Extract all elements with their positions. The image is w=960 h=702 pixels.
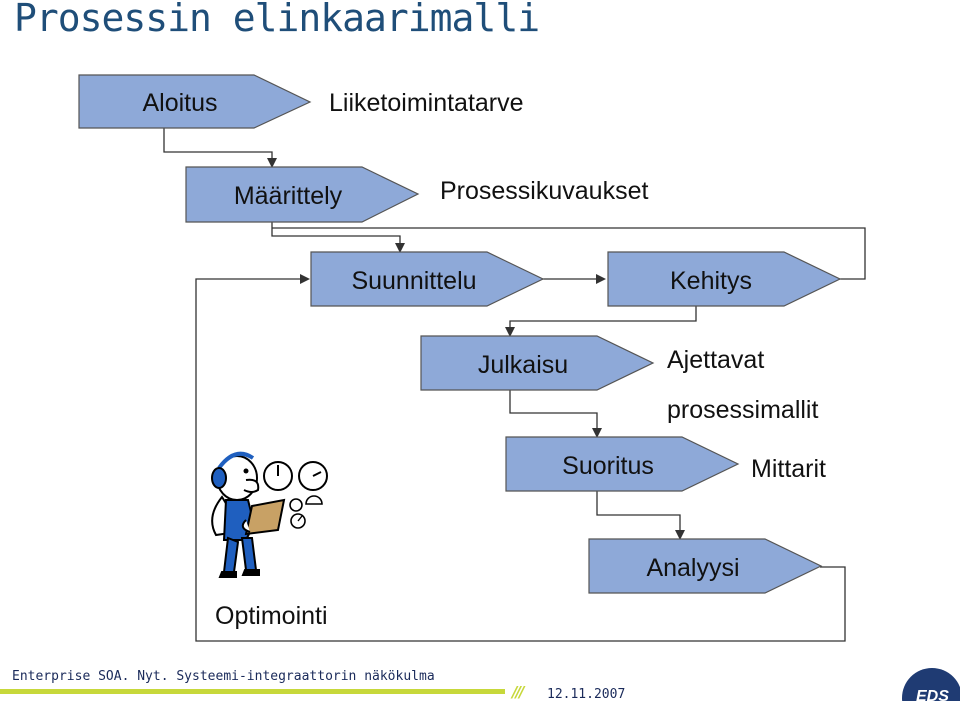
connector-maarittely-suunnittelu <box>271 222 405 253</box>
step-maarittely <box>185 166 420 223</box>
step-kehitys <box>607 251 842 307</box>
connector-optimointi-loop <box>195 274 846 642</box>
footer-slashes: /// <box>512 683 525 701</box>
loop-label-optimointi: Optimointi <box>215 602 328 630</box>
output-mittarit: Mittarit <box>751 455 826 483</box>
output-ajettavat-line2: prosessimallit <box>667 396 818 424</box>
connector-kehitys-julkaisu <box>505 306 697 337</box>
step-suoritus-label: Suoritus <box>562 452 654 480</box>
footer-text: Enterprise SOA. Nyt. Systeemi-integraatt… <box>12 669 435 684</box>
output-prosessikuvaukset: Prosessikuvaukset <box>440 177 648 205</box>
eds-logo: EDS <box>896 668 960 701</box>
page-title: Prosessin elinkaarimalli <box>14 0 540 40</box>
footer-date: 12.11.2007 <box>547 687 626 702</box>
step-aloitus-label: Aloitus <box>142 89 217 117</box>
step-suoritus <box>505 436 740 492</box>
person-with-gauges-icon <box>211 451 328 578</box>
step-analyysi <box>588 538 823 594</box>
step-suunnittelu <box>310 251 545 307</box>
step-analyysi-label: Analyysi <box>646 554 739 582</box>
step-suunnittelu-label: Suunnittelu <box>351 267 476 295</box>
footer-accent-bar <box>0 689 505 694</box>
step-aloitus <box>78 74 312 129</box>
output-liiketoimintatarve: Liiketoimintatarve <box>329 89 524 117</box>
connector-aloitus-maarittely <box>163 128 277 168</box>
connector-julkaisu-suoritus <box>509 390 602 438</box>
eds-logo-text: EDS <box>916 688 949 701</box>
step-julkaisu <box>420 335 655 391</box>
step-kehitys-label: Kehitys <box>670 267 752 295</box>
connector-suoritus-analyysi <box>596 491 685 540</box>
step-maarittely-label: Määrittely <box>234 182 343 210</box>
output-ajettavat-line1: Ajettavat <box>667 346 764 374</box>
connector-kehitys-back <box>272 227 866 280</box>
step-julkaisu-label: Julkaisu <box>478 351 568 379</box>
